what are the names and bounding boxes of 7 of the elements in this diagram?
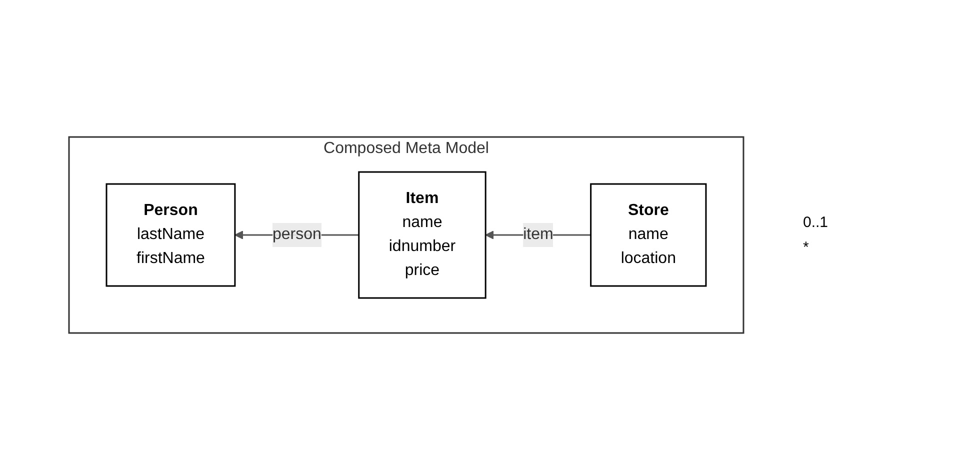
node-box: Store name location (590, 182, 707, 286)
multiplicity-label: * (803, 238, 809, 256)
edge-label: item (523, 226, 554, 242)
multiplicity-label: 0..1 (803, 214, 828, 230)
edge-label: person (272, 226, 322, 242)
node-box: Person lastName firstName (106, 182, 236, 286)
node-box: Item name idnumber price (358, 170, 487, 298)
